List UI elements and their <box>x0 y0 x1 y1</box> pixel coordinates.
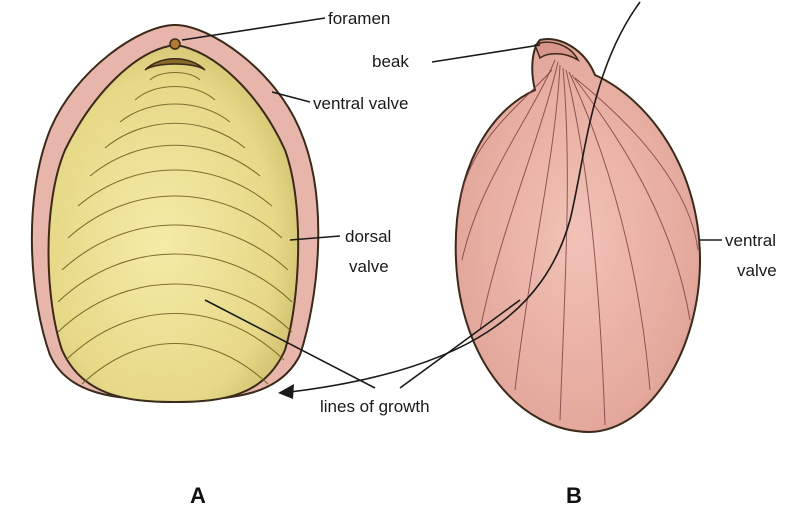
label-ventral-valve-a: ventral valve <box>313 94 408 113</box>
label-lines-of-growth: lines of growth <box>320 397 430 416</box>
shell-b <box>456 39 700 432</box>
shell-a-foramen <box>170 39 180 49</box>
label-beak: beak <box>372 52 409 71</box>
shell-a <box>32 25 318 402</box>
label-ventral: ventral <box>725 231 776 250</box>
shell-b-ventral-valve <box>456 39 700 432</box>
panel-letter-b: B <box>566 483 582 508</box>
panel-letter-a: A <box>190 483 206 508</box>
label-dorsal: dorsal <box>345 227 391 246</box>
leader-beak <box>432 45 540 62</box>
curved-arrow-head <box>278 384 294 399</box>
leader-foramen <box>182 18 325 40</box>
label-foramen: foramen <box>328 9 390 28</box>
label-valve-dorsal: valve <box>349 257 389 276</box>
label-valve-ventral: valve <box>737 261 777 280</box>
